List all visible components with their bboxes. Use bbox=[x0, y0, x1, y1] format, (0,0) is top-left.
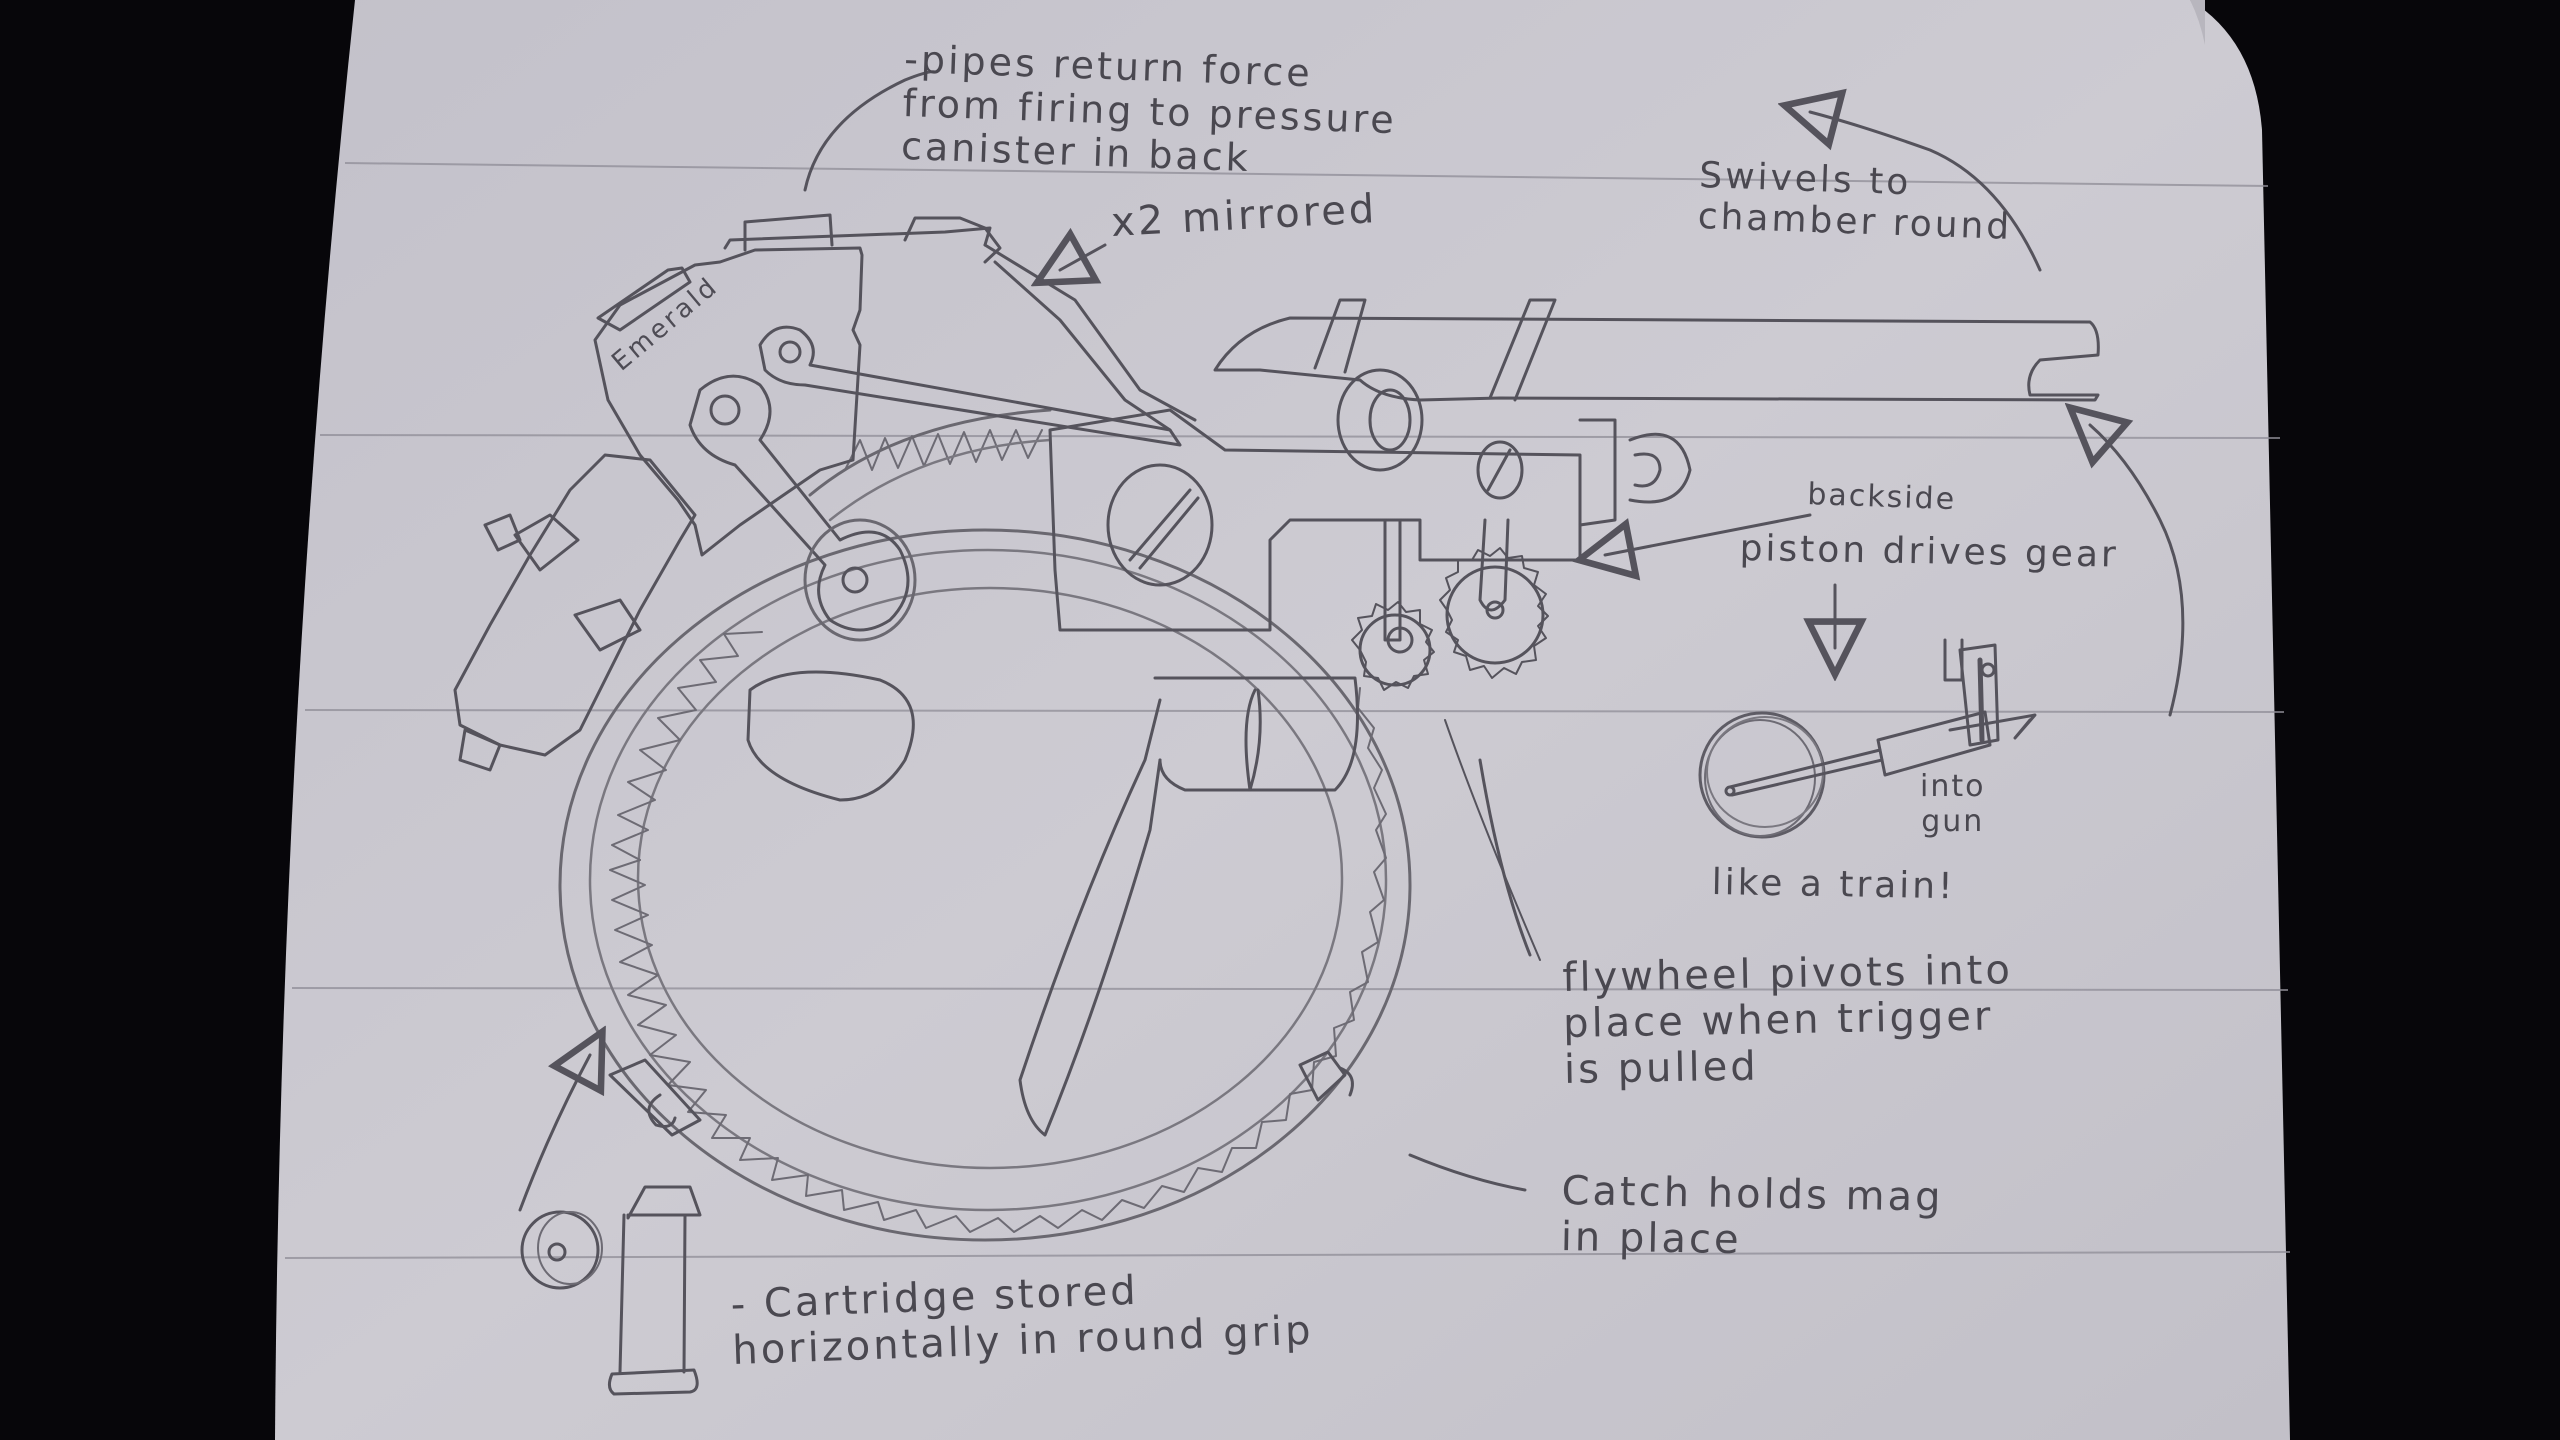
catch-leader bbox=[1408, 1153, 1527, 1192]
mirrored-arrow bbox=[1060, 245, 1107, 270]
swivel-arrow-curve bbox=[1810, 112, 2042, 272]
receiver-ring-loop bbox=[1628, 432, 1692, 504]
ring-magazine-inner bbox=[636, 586, 1344, 1170]
barrel bbox=[1213, 316, 2100, 402]
receiver-screw-large-slot bbox=[1128, 488, 1192, 562]
backside-leader bbox=[1605, 513, 1812, 555]
trigger-guard bbox=[1153, 676, 1359, 792]
ring-magazine-teeth bbox=[609, 687, 1387, 1233]
piston-rod-1 bbox=[1383, 518, 1402, 642]
pipes-leader bbox=[803, 70, 937, 192]
receiver-body bbox=[1048, 408, 1582, 632]
lower-lever-top-pivot bbox=[709, 394, 741, 426]
barrel-clamp-1 bbox=[1313, 298, 1367, 374]
trigger-blade bbox=[1018, 698, 1162, 1137]
paper-sheet bbox=[275, 0, 2290, 1440]
trigger bbox=[1244, 688, 1262, 792]
ring-magazine-top-band2 bbox=[828, 438, 1052, 522]
piston-rod-2 bbox=[1478, 518, 1510, 612]
barrel-clamp-2 bbox=[1488, 298, 1557, 402]
lower-lever-arm bbox=[688, 374, 910, 632]
lower-lever-bottom-boss bbox=[803, 518, 917, 642]
receiver-screw-small bbox=[1476, 440, 1524, 500]
top-pipe-block bbox=[743, 213, 834, 252]
annotation-catch: Catch holds mag in place bbox=[1560, 1168, 1944, 1264]
ring-catch-left bbox=[608, 1058, 702, 1137]
receiver-screw-large bbox=[1106, 463, 1214, 587]
ring-magazine-teeth-left bbox=[611, 631, 763, 861]
annotation-into-gun: into gun bbox=[1920, 769, 1986, 839]
cartridge-side-view bbox=[607, 1185, 702, 1396]
ring-magazine-middle bbox=[588, 548, 1388, 1212]
top-pipe-elbow bbox=[903, 216, 1002, 264]
drive-gear-small-teeth bbox=[1351, 601, 1435, 691]
canister-end-cap bbox=[458, 728, 502, 772]
grip-hole bbox=[746, 670, 915, 802]
annotation-piston: piston drives gear bbox=[1739, 528, 2120, 576]
cartridge-end-view bbox=[520, 1210, 600, 1290]
receiver-round-boss bbox=[1336, 368, 1424, 472]
ruled-lines bbox=[284, 162, 2291, 1259]
flywheel-pointer-line bbox=[1444, 719, 1541, 961]
annotation-backside: backside bbox=[1806, 477, 1957, 518]
cartridge-drawings bbox=[520, 1185, 702, 1396]
ring-catch-right bbox=[1298, 1050, 1354, 1102]
ring-magazine-top-band bbox=[808, 408, 1052, 497]
canister-side-knob bbox=[483, 513, 522, 552]
rear-housing bbox=[593, 246, 864, 557]
canister-strap-1 bbox=[513, 513, 580, 572]
drive-gear-large bbox=[1445, 565, 1545, 665]
annotation-pipes: -pipes return force from firing to press… bbox=[900, 37, 1398, 181]
rear-housing-cap bbox=[596, 266, 692, 332]
drive-gear-large-teeth bbox=[1439, 547, 1549, 679]
lower-lever-bottom-pivot bbox=[841, 566, 869, 594]
paper-back-page bbox=[2190, 0, 2205, 45]
gun-sketch bbox=[453, 70, 2185, 1396]
cartridge-arrow bbox=[518, 1055, 590, 1212]
annotation-like-a-train: like a train! bbox=[1711, 862, 1956, 908]
swivel-arrow-curve-2 bbox=[2090, 425, 2185, 717]
upper-lever-arm bbox=[758, 325, 1182, 447]
flywheel-diagram bbox=[1698, 638, 2037, 839]
ring-magazine-outer bbox=[558, 528, 1412, 1242]
canister-strap-2 bbox=[573, 598, 642, 652]
annotation-flywheel: flywheel pivots into place when trigger … bbox=[1562, 947, 2014, 1093]
upper-lever-pivot bbox=[778, 340, 802, 364]
return-pipe-1 bbox=[983, 243, 1197, 422]
flywheel-leader bbox=[1478, 758, 1532, 957]
annotation-swivels: Swivels to chamber round bbox=[1697, 155, 2013, 249]
